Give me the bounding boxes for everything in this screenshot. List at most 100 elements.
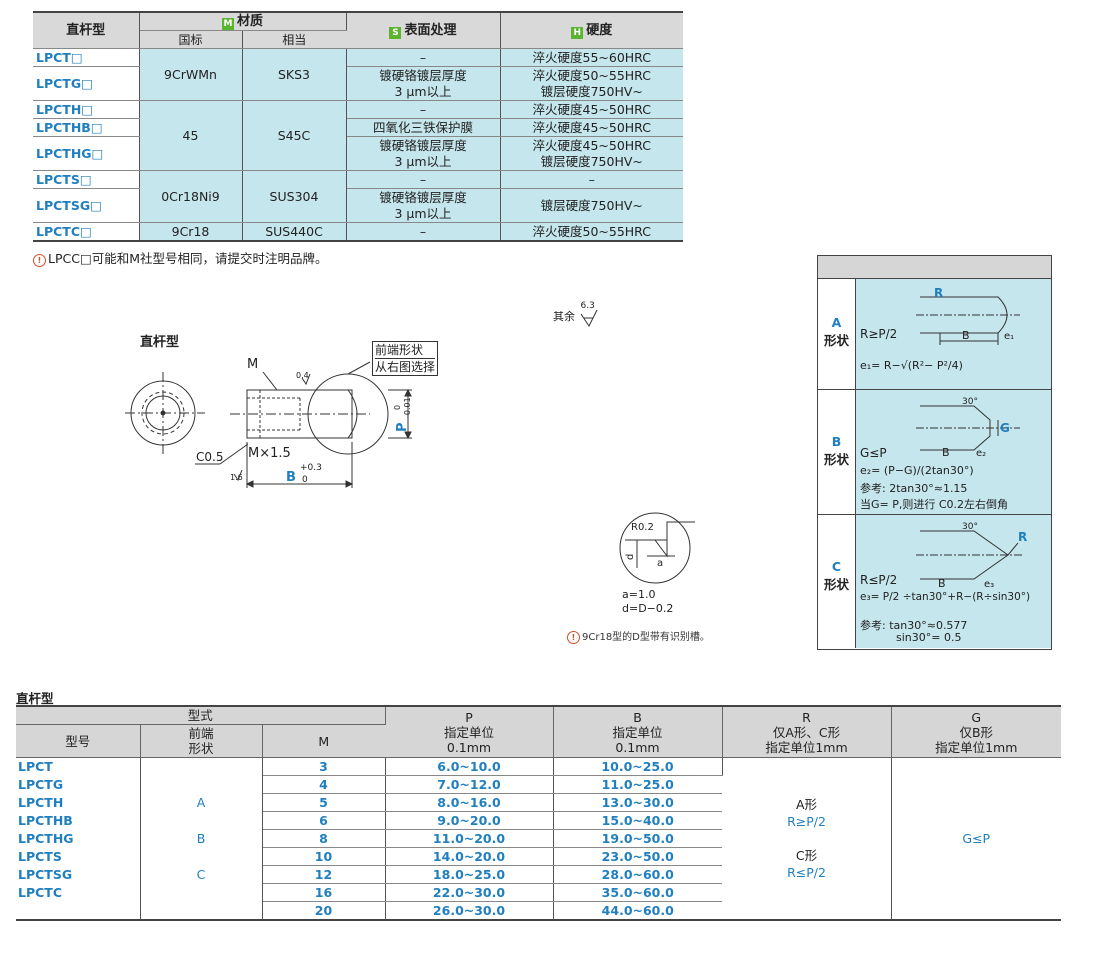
groove-detail: R0.2 d a <box>619 512 695 584</box>
shape-cell <box>140 883 263 902</box>
G-cell: G≤P <box>962 831 991 846</box>
surface-cell: 镀硬铬镀层厚度 3 μm以上 <box>346 188 501 223</box>
M-cell: 3 <box>262 757 386 776</box>
surface-cell: – <box>346 222 501 242</box>
B-cell: 10.0~25.0 <box>553 757 723 776</box>
P-cell: 26.0~30.0 <box>385 901 554 921</box>
svg-text:B: B <box>942 446 950 458</box>
shape-C-figure: R 30° B e₃ <box>916 522 1027 589</box>
M-cell: 6 <box>262 811 386 830</box>
hardness-cell: 镀层硬度750HV~ <box>500 188 683 223</box>
shape-cell <box>140 811 263 830</box>
B-cell: 28.0~60.0 <box>553 865 722 884</box>
header-equivalent: 相当 <box>242 30 346 49</box>
label-P-tol-up: 0 <box>393 405 402 410</box>
detail-R: R0.2 <box>631 522 654 533</box>
svg-text:R: R <box>934 286 943 300</box>
P-cell: 22.0~30.0 <box>385 883 554 902</box>
shape-B-formula1: G≤P <box>860 446 887 460</box>
surface-cell: – <box>346 170 501 189</box>
material-standard: 0Cr18Ni9 <box>139 170 243 223</box>
label-M: M <box>247 357 258 372</box>
B-cell: 15.0~40.0 <box>553 811 722 830</box>
label-c05: C0.5 <box>196 450 223 464</box>
shape-B-figure: G 30° B e₂ <box>916 397 1020 458</box>
material-equivalent: SKS3 <box>242 48 347 101</box>
label-P-tol-dn: -0.01 <box>403 397 412 418</box>
label-B-tol-up: +0.3 <box>300 463 322 473</box>
surface-cell: 镀硬铬镀层厚度 3 μm以上 <box>346 66 501 101</box>
shape-cell <box>140 901 263 920</box>
svg-text:30°: 30° <box>962 522 978 532</box>
svg-text:e₃: e₃ <box>984 579 994 589</box>
pin-drawing: M 0.4 1.6 C0.5 M×1.5 B +0.3 0 P 0 -0.01 <box>125 357 412 488</box>
hardness-cell: 淬火硬度45~50HRC 镀层硬度750HV~ <box>500 136 683 171</box>
B-cell: 23.0~50.0 <box>553 847 722 866</box>
shape-cell <box>140 775 263 794</box>
row-code: LPCTHG□ <box>33 136 140 171</box>
header-model: 直杆型 <box>33 12 140 49</box>
label-B: B <box>286 470 296 485</box>
svg-text:R: R <box>1018 530 1027 544</box>
header-standard: 国标 <box>139 30 243 49</box>
material-tag-icon: M <box>221 17 234 30</box>
hardness-cell: 淬火硬度50~55HRC 镀层硬度750HV~ <box>500 66 683 101</box>
model-cell: LPCTHB <box>16 811 141 830</box>
shape-B-body: G 30° B e₂ G≤P e₂= (P−G)/(2tan30°) 参考: 2… <box>856 390 1051 514</box>
model-cell: LPCTS <box>16 847 141 866</box>
M-cell: 12 <box>262 865 386 884</box>
surface-cell: – <box>346 48 501 67</box>
hardness-cell: 淬火硬度55~60HRC <box>500 48 683 67</box>
shape-C-formula2: e₃= P/2 ÷tan30°+R−(R÷sin30°) <box>860 591 1031 603</box>
label-mx15: M×1.5 <box>248 446 291 461</box>
shape-A-figure: R B e₁ <box>916 286 1020 345</box>
row-code: LPCTC□ <box>33 222 140 242</box>
P-cell: 14.0~20.0 <box>385 847 554 866</box>
M-cell: 10 <box>262 847 386 866</box>
rest-roughness: 其余 6.3 <box>553 301 599 327</box>
model-cell: LPCTG <box>16 775 141 794</box>
label-rough2: 1.6 <box>230 473 243 482</box>
surface-cell: 四氧化三铁保护膜 <box>346 118 501 137</box>
surface-tag-icon: S <box>389 26 402 39</box>
detail-d: d <box>625 554 636 560</box>
svg-text:e₂: e₂ <box>976 448 986 458</box>
hardness-cell: – <box>500 170 683 189</box>
P-cell: 7.0~12.0 <box>385 775 554 794</box>
M-cell: 4 <box>262 775 386 794</box>
row-code: LPCTH□ <box>33 100 140 119</box>
surface-cell: – <box>346 100 501 119</box>
shape-C-ref2: sin30°= 0.5 <box>896 631 962 644</box>
material-standard: 9CrWMn <box>139 48 243 101</box>
hardness-cell: 淬火硬度45~50HRC <box>500 118 683 137</box>
detail-note: !9Cr18型的D型带有识别槽。 <box>567 628 710 644</box>
detail-a: a <box>657 558 663 569</box>
row-code: LPCT□ <box>33 48 140 67</box>
detail-formulas: a=1.0 d=D−0.2 <box>622 588 674 615</box>
drawing-title: 直杆型 <box>140 335 180 350</box>
B-cell: 13.0~30.0 <box>553 793 722 812</box>
header-model: 型号 <box>16 724 141 758</box>
side-view <box>195 361 412 488</box>
label-P: P <box>395 422 410 432</box>
P-cell: 9.0~20.0 <box>385 811 554 830</box>
header-type: 型式 <box>16 706 386 725</box>
svg-text:B: B <box>938 577 946 589</box>
row-code: LPCTHB□ <box>33 118 140 137</box>
header-B: B 指定单位 0.1mm <box>553 706 723 758</box>
material-standard: 45 <box>139 100 243 171</box>
row-code: LPCTSG□ <box>33 188 140 223</box>
header-R: R 仅A形、C形 指定单位1mm <box>722 706 892 758</box>
